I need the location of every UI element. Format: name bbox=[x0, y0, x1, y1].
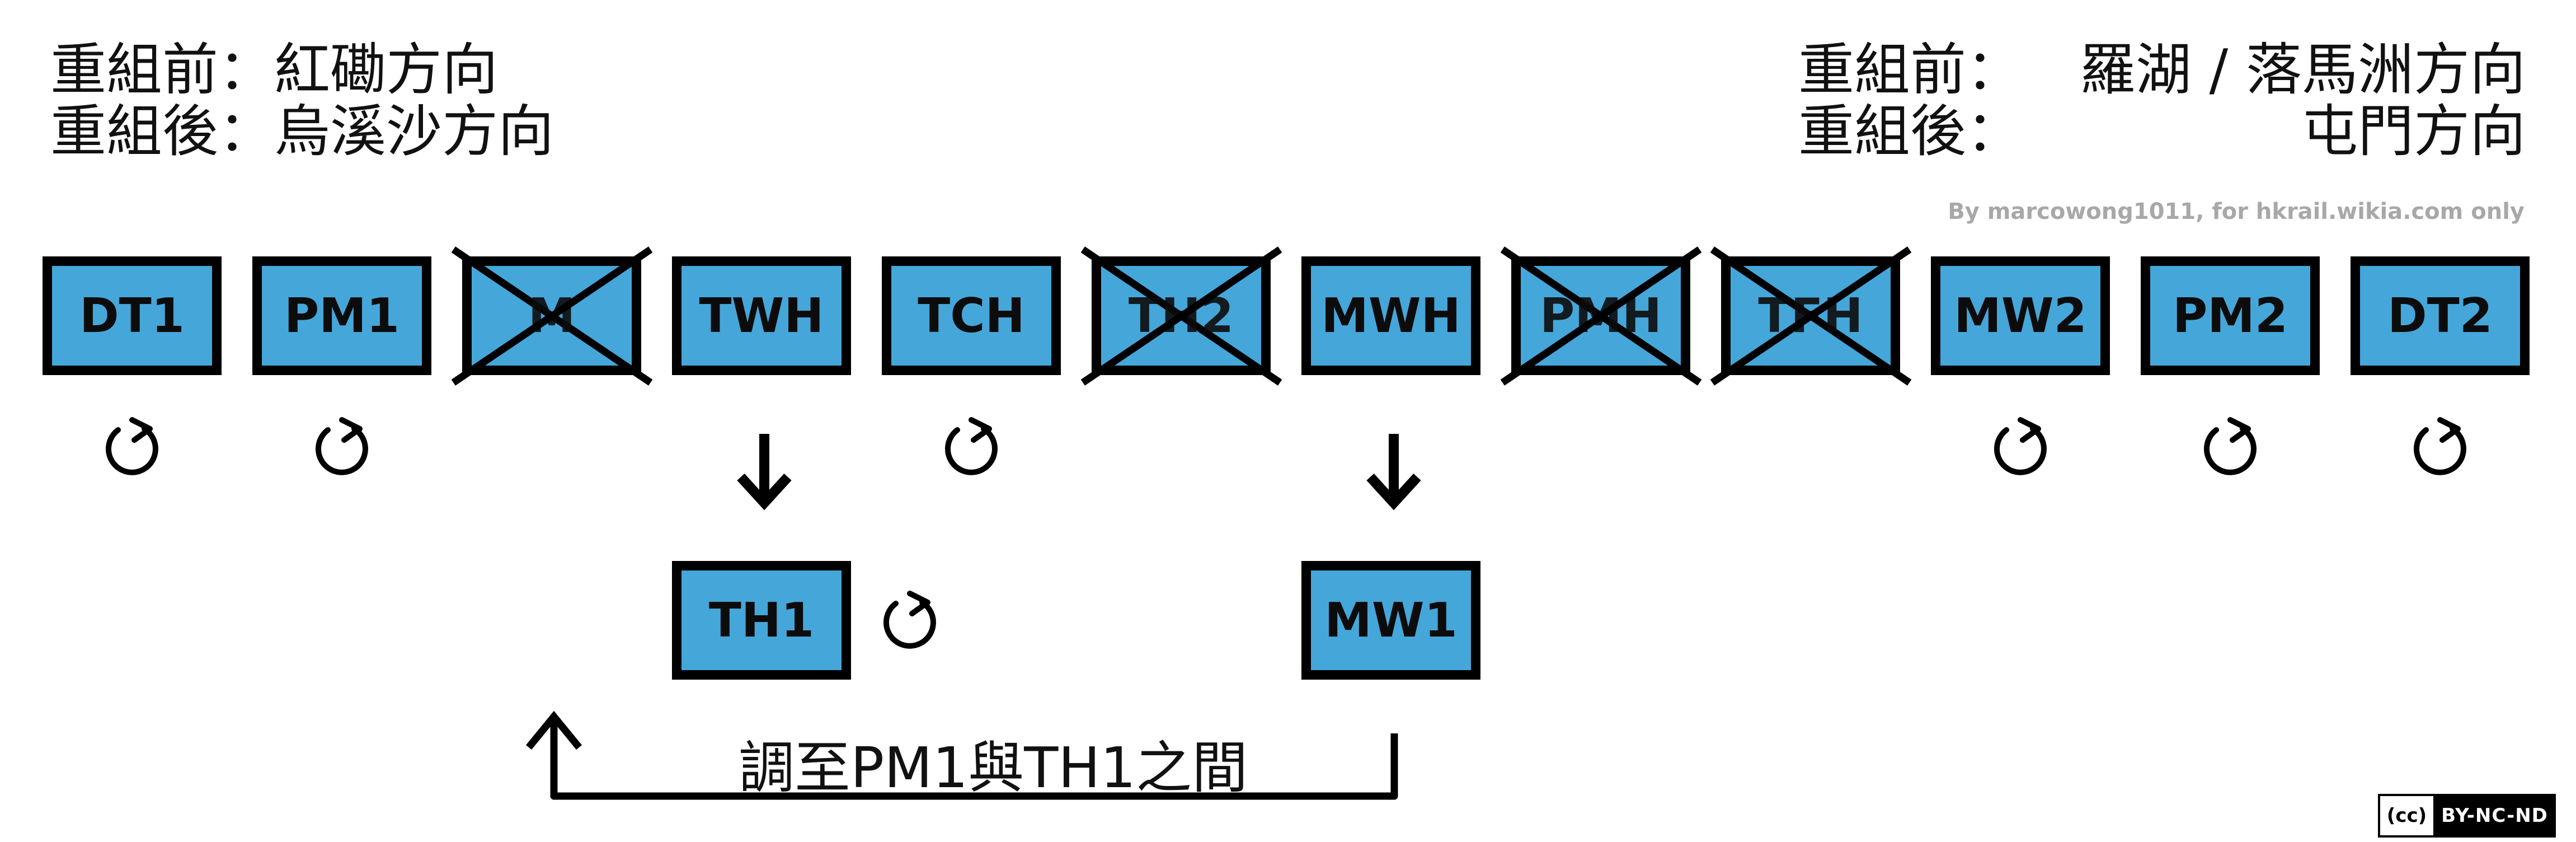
car-box-mw1: MW1 bbox=[1301, 561, 1480, 680]
car-label: PM2 bbox=[2172, 288, 2288, 344]
header-left: 重組前：紅磡方向 重組後：烏溪沙方向 bbox=[50, 39, 554, 162]
rotate-clockwise-icon bbox=[1994, 417, 2047, 475]
car-box: TCH bbox=[882, 256, 1061, 375]
car-box: MW2 bbox=[1931, 256, 2110, 375]
header-right-line1: 重組前： 羅湖 / 落馬洲方向 bbox=[1798, 39, 2526, 101]
car-label: DT2 bbox=[2387, 288, 2493, 344]
license-label: BY-NC-ND bbox=[2436, 796, 2554, 835]
car-label: MW2 bbox=[1954, 288, 2087, 344]
removed-car-box: M bbox=[462, 256, 641, 375]
removed-car-box: PMH bbox=[1511, 256, 1690, 375]
rotate-clockwise-icon bbox=[2204, 417, 2257, 475]
relocation-note: 調至PM1與TH1之間 bbox=[739, 735, 1248, 801]
removed-car-box: TFH bbox=[1721, 256, 1900, 375]
header-left-line2: 重組後：烏溪沙方向 bbox=[50, 101, 554, 162]
car-box: TWH bbox=[672, 256, 851, 375]
header-left-line1-label: 重組前： bbox=[50, 37, 274, 102]
removed-car-box: TH2 bbox=[1092, 256, 1271, 375]
car-box: PM2 bbox=[2141, 256, 2320, 375]
header-right-line1-value: 羅湖 / 落馬洲方向 bbox=[2079, 37, 2526, 102]
header-right-line2-label: 重組後： bbox=[1798, 99, 2022, 164]
rotate-clockwise-icon bbox=[945, 417, 998, 475]
header-left-line2-label: 重組後： bbox=[50, 99, 274, 164]
rotate-clockwise-icon bbox=[106, 417, 158, 475]
car-label: MW1 bbox=[1324, 592, 1458, 648]
arrow-down-icon bbox=[1366, 434, 1421, 511]
header-left-line1: 重組前：紅磡方向 bbox=[50, 39, 554, 101]
header-left-line1-value: 紅磡方向 bbox=[274, 37, 498, 102]
car-label: TCH bbox=[918, 288, 1025, 344]
header-right-line2: 重組後： 屯門方向 bbox=[1798, 101, 2526, 162]
car-box-th1: TH1 bbox=[672, 561, 851, 680]
car-box: DT1 bbox=[43, 256, 222, 375]
rotate-clockwise-icon bbox=[2414, 417, 2466, 475]
car-box: PM1 bbox=[252, 256, 431, 375]
cc-icon: (cc) bbox=[2380, 796, 2436, 835]
car-label: MWH bbox=[1321, 288, 1461, 344]
car-box: MWH bbox=[1301, 256, 1480, 375]
car-box: DT2 bbox=[2351, 256, 2530, 375]
car-label: TH1 bbox=[708, 592, 815, 648]
header-right: 重組前： 羅湖 / 落馬洲方向 重組後： 屯門方向 bbox=[1798, 39, 2526, 162]
rotate-clockwise-icon bbox=[316, 417, 368, 475]
header-right-line1-label: 重組前： bbox=[1798, 37, 2022, 102]
license-badge: (cc) BY-NC-ND bbox=[2378, 794, 2556, 838]
arrow-down-icon bbox=[737, 434, 792, 511]
header-left-line2-value: 烏溪沙方向 bbox=[274, 99, 554, 164]
car-label: PM1 bbox=[284, 288, 400, 344]
rotate-clockwise-icon bbox=[883, 591, 936, 649]
car-label: TWH bbox=[699, 288, 824, 344]
header-right-line2-value: 屯門方向 bbox=[2302, 99, 2526, 164]
credit-text: By marcowong1011, for hkrail.wikia.com o… bbox=[1948, 199, 2525, 224]
car-label: DT1 bbox=[79, 288, 185, 344]
